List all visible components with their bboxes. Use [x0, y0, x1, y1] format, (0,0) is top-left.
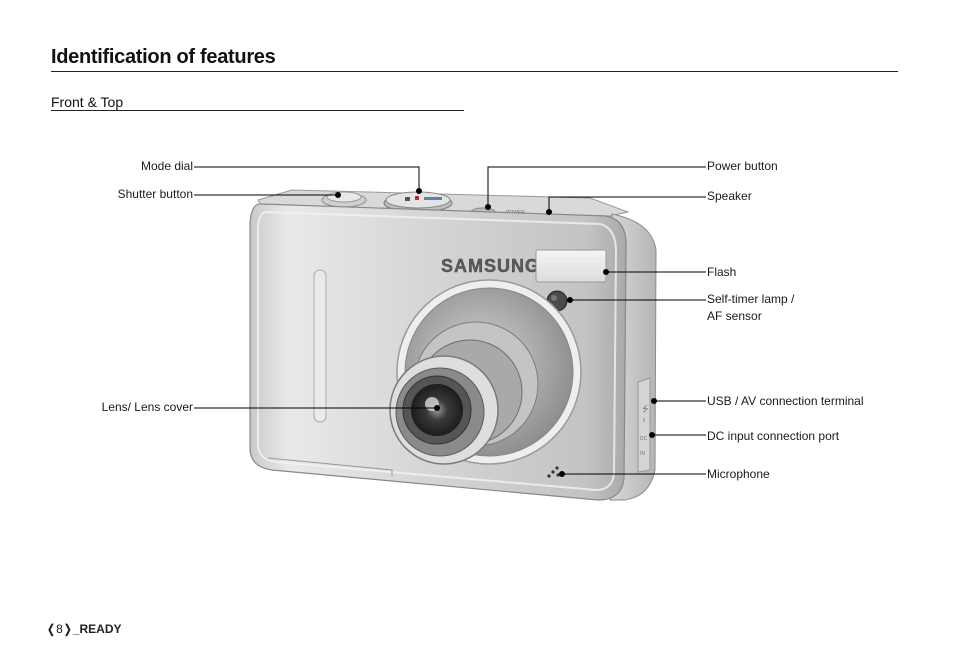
leader-lines [194, 166, 706, 477]
label-self-timer-line2: AF sensor [707, 309, 762, 323]
label-power-button: Power button [707, 159, 778, 173]
lens-assembly [389, 279, 582, 465]
grip-slot [313, 269, 327, 423]
section-rule [51, 110, 464, 111]
label-usb-av: USB / AV connection terminal [707, 394, 864, 408]
label-microphone: Microphone [707, 467, 770, 481]
page-bracket-left: ❬ [46, 622, 57, 636]
page-footer: ❬8❭_READY [46, 622, 122, 636]
svg-text:DC: DC [640, 436, 648, 442]
label-mode-dial: Mode dial [140, 159, 193, 173]
label-lens-cover: Lens/ Lens cover [101, 400, 193, 414]
shutter-button-shape [321, 191, 367, 208]
section-heading: Front & Top [51, 94, 124, 110]
page-number: 8 [56, 622, 63, 636]
label-flash: Flash [707, 265, 737, 279]
flash-window [535, 249, 607, 283]
footer-section: _READY [72, 622, 122, 636]
label-shutter-button: Shutter button [117, 187, 193, 201]
title-rule [51, 71, 898, 72]
page-title: Identification of features [51, 46, 276, 68]
side-port-cover: ⭍ DC IN [637, 377, 651, 473]
label-dc-input: DC input connection port [707, 429, 840, 443]
page-bracket-right: ❭ [62, 622, 73, 636]
microphone-holes [547, 466, 560, 478]
label-speaker: Speaker [707, 189, 752, 203]
label-self-timer-line1: Self-timer lamp / [707, 292, 795, 306]
svg-text:⭍: ⭍ [642, 405, 649, 414]
svg-text:IN: IN [640, 451, 645, 457]
brand-logo: SAMSUNG [441, 256, 540, 276]
mode-dial-shape [383, 191, 453, 213]
